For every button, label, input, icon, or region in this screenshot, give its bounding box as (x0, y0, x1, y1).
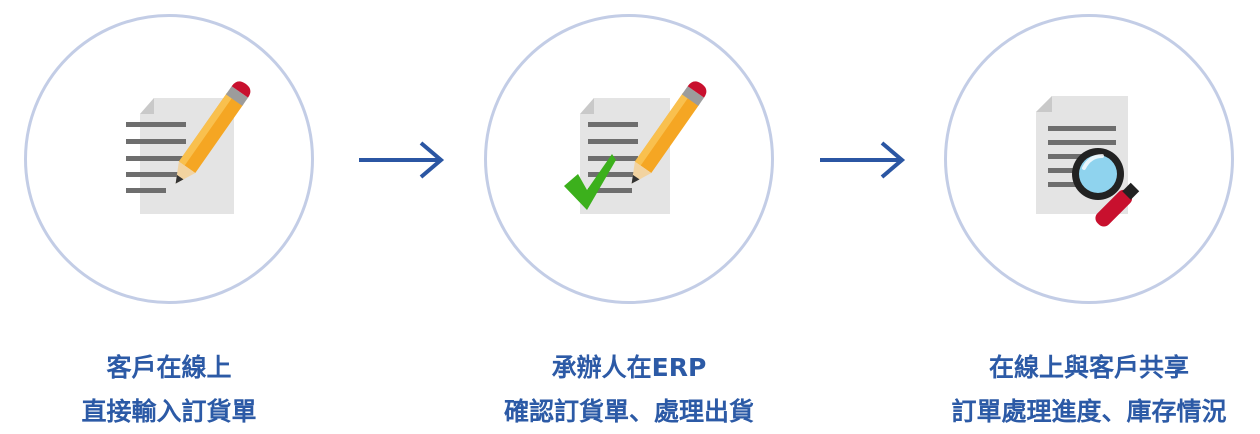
step-2-title: 承辦人在ERP (551, 353, 707, 382)
document-pencil-check-icon (564, 81, 707, 214)
step-2-subtitle: 確認訂貨單、處理出貨 (503, 397, 754, 426)
step-3-subtitle: 訂單處理進度、庫存情況 (951, 397, 1227, 426)
step-2-caption: 承辦人在ERP 確認訂貨單、處理出貨 (464, 346, 794, 434)
step-1-title: 客戶在線上 (106, 353, 232, 382)
step-3-title: 在線上與客戶共享 (988, 353, 1189, 382)
step-1-subtitle: 直接輸入訂貨單 (81, 397, 257, 426)
document-magnifier-icon (1036, 96, 1140, 227)
step-1-caption: 客戶在線上 直接輸入訂貨單 (4, 346, 334, 434)
document-pencil-icon (126, 81, 251, 214)
step-3-caption: 在線上與客戶共享 訂單處理進度、庫存情況 (924, 346, 1254, 434)
arrow-right-icon (820, 141, 906, 179)
arrow-right-icon (359, 141, 445, 179)
